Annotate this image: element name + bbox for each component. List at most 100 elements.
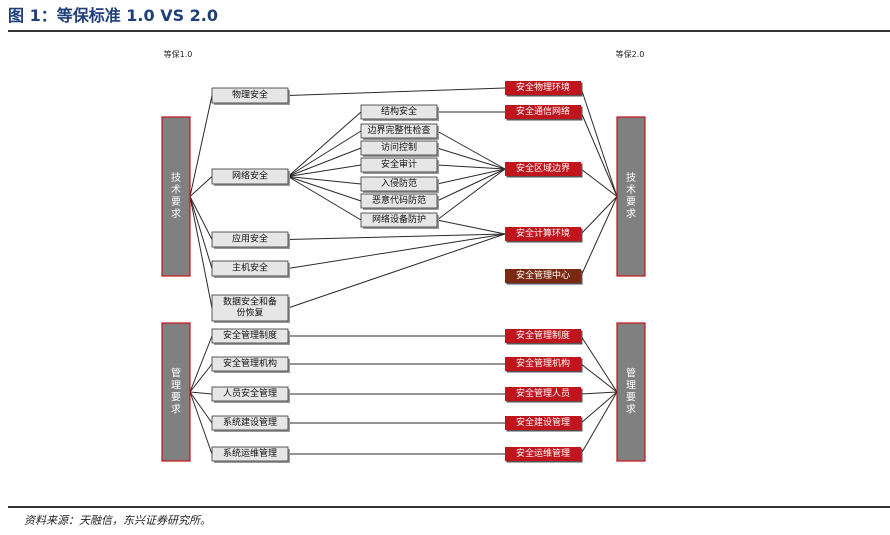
side-panel-char: 要 — [626, 196, 636, 208]
connector-line — [436, 168, 506, 202]
box-label: 网络设备防护 — [372, 213, 426, 225]
connector-line — [580, 391, 618, 424]
left-mgmt-item: 系统建设管理 — [211, 415, 290, 432]
box-label: 数据安全和备 — [223, 296, 277, 308]
box-label: 安全管理制度 — [223, 329, 277, 341]
connector-line — [189, 176, 213, 197]
connector-line — [287, 233, 506, 240]
connector-line — [189, 196, 213, 240]
left-tech-item: 主机安全 — [211, 260, 290, 278]
box-label: 系统建设管理 — [223, 416, 277, 428]
connector-line — [436, 164, 506, 170]
connector-line — [580, 168, 618, 197]
box-label: 结构安全 — [381, 105, 417, 117]
side-panel-char: 求 — [626, 208, 636, 220]
network-sub-item: 安全审计 — [360, 157, 439, 174]
box-label: 人员安全管理 — [223, 387, 277, 399]
right-tech-item: 安全物理环境 — [505, 81, 583, 97]
right-tech-item: 安全计算环境 — [505, 227, 583, 243]
box-label: 安全管理机构 — [223, 357, 277, 369]
box-label: 安全管理机构 — [516, 357, 570, 369]
box-label: 主机安全 — [232, 262, 268, 274]
connector-line — [287, 130, 362, 177]
header-right: 等保2.0 — [616, 49, 645, 59]
connector-line — [287, 147, 362, 177]
connector-line — [580, 196, 618, 235]
left-mgmt-item: 安全管理机构 — [211, 356, 290, 373]
box-label: 安全管理中心 — [516, 269, 570, 281]
box-label: 访问控制 — [381, 141, 417, 153]
connector-line — [580, 87, 618, 197]
network-sub-item: 结构安全 — [360, 104, 439, 121]
box-label: 安全建设管理 — [516, 416, 570, 428]
connector-line — [436, 147, 506, 170]
connector-line — [580, 111, 618, 197]
right-mgmt-item: 安全管理人员 — [505, 387, 583, 403]
left-mgmt-item: 人员安全管理 — [211, 386, 290, 403]
side-panel-char: 管 — [171, 367, 181, 380]
connector-line — [580, 363, 618, 393]
connector-line — [287, 176, 362, 185]
box-label: 边界完整性检查 — [367, 124, 430, 136]
box-label: 系统运维管理 — [223, 447, 277, 459]
side-panel-char: 理 — [626, 380, 636, 392]
source-note: 资料来源：天融信，东兴证券研究所。 — [24, 514, 211, 527]
box-label: 安全区域边界 — [516, 162, 570, 174]
left-tech-item: 应用安全 — [211, 231, 290, 249]
connector-line — [580, 391, 618, 395]
box-label: 入侵防范 — [381, 177, 417, 189]
left-tech-item: 物理安全 — [211, 87, 290, 105]
connector-line — [287, 233, 506, 269]
connector-line — [189, 391, 213, 395]
connector-line — [287, 87, 506, 96]
box-label: 应用安全 — [232, 233, 268, 245]
box-label: 安全管理人员 — [516, 387, 570, 399]
side-panel-char: 求 — [171, 208, 181, 220]
side-panel-char: 技 — [626, 171, 636, 184]
box-label: 安全管理制度 — [516, 329, 570, 341]
left-mgmt-item: 系统运维管理 — [211, 446, 290, 463]
box-label: 份恢复 — [236, 307, 263, 319]
connector-line — [580, 196, 618, 277]
box-label: 物理安全 — [232, 89, 268, 101]
figure-title: 图 1：等保标准 1.0 VS 2.0 — [8, 6, 219, 25]
connector-line — [287, 233, 506, 309]
connector-line — [189, 95, 213, 197]
box-label: 安全计算环境 — [516, 227, 570, 239]
connector-line — [189, 335, 213, 393]
connector-line — [436, 168, 506, 185]
right-mgmt-item: 安全建设管理 — [505, 416, 583, 432]
top-divider — [8, 30, 890, 32]
connector-line — [436, 219, 506, 235]
connector-line — [189, 363, 213, 393]
connector-line — [287, 176, 362, 221]
right-mgmt-item: 安全管理机构 — [505, 357, 583, 373]
connector-line — [189, 196, 213, 269]
connector-line — [287, 111, 362, 177]
right-mgmt-item: 安全管理制度 — [505, 329, 583, 345]
connector-line — [189, 196, 213, 309]
side-panel-char: 求 — [171, 404, 181, 416]
header-left: 等保1.0 — [164, 49, 193, 59]
right-tech-item: 安全管理中心 — [505, 269, 583, 285]
connector-line — [436, 130, 506, 170]
right-tech-item: 安全区域边界 — [505, 162, 583, 178]
left-mgmt-item: 安全管理制度 — [211, 328, 290, 345]
network-sub-item: 入侵防范 — [360, 176, 439, 193]
box-label: 安全通信网络 — [516, 105, 570, 117]
bottom-divider — [8, 506, 890, 508]
box-label: 恶意代码防范 — [372, 194, 426, 206]
side-panel-char: 技 — [171, 171, 181, 184]
connector-line — [580, 391, 618, 455]
network-sub-item: 恶意代码防范 — [360, 193, 439, 210]
connector-line — [287, 164, 362, 177]
side-panel-char: 理 — [171, 380, 181, 392]
right-mgmt-item: 安全运维管理 — [505, 447, 583, 463]
side-panel-char: 术 — [626, 184, 636, 196]
side-panel-char: 求 — [626, 404, 636, 416]
